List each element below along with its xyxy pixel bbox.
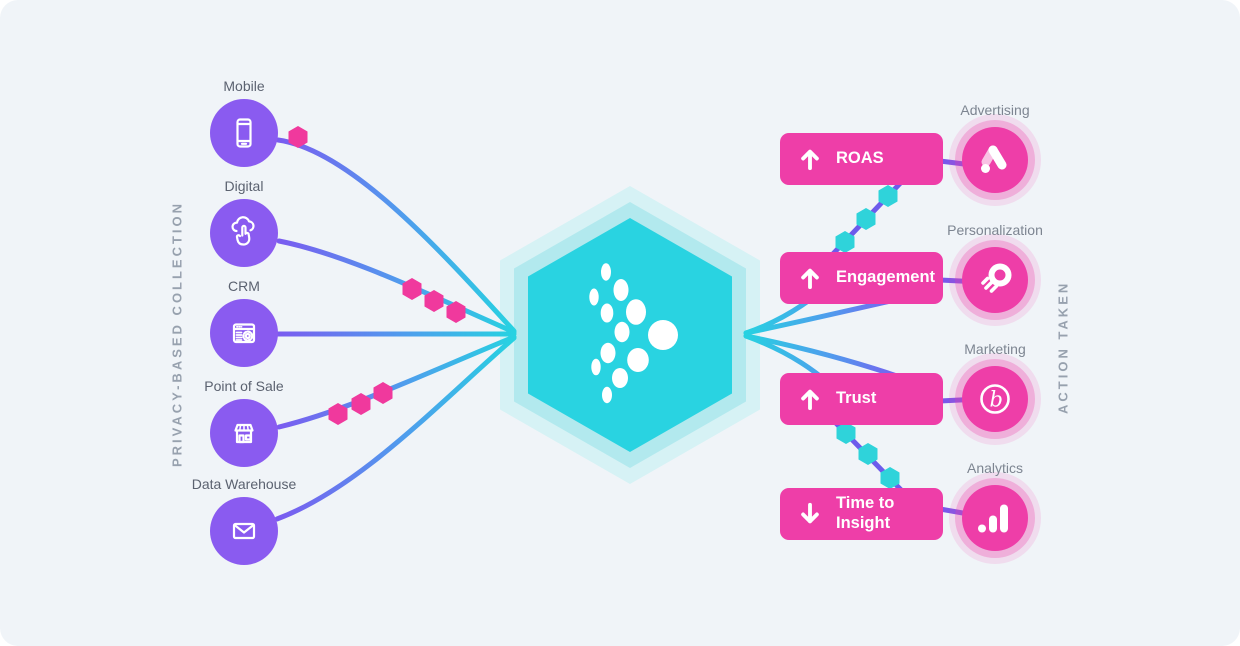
source-node-crm: CRM xyxy=(184,278,304,368)
tool-circle xyxy=(962,127,1028,194)
up-arrow-icon xyxy=(801,389,819,411)
source-label: Digital xyxy=(224,178,264,194)
source-node-mobile: Mobile xyxy=(184,78,304,168)
metric-label: Time to Insight xyxy=(836,494,895,532)
tool-label: Personalization xyxy=(947,222,1043,238)
source-node-digital: Digital xyxy=(184,178,304,268)
analytics-bars-icon xyxy=(978,504,1008,533)
dot-chevron-logo-icon xyxy=(589,263,678,404)
tool-node-advertising: Advertising xyxy=(925,102,1065,194)
teal-hex-beads xyxy=(835,185,900,489)
metric-label: Trust xyxy=(836,389,877,408)
metric-roas: ROAS xyxy=(780,133,943,185)
up-arrow-icon xyxy=(801,268,819,290)
tool-circle xyxy=(962,485,1028,552)
metric-time-to-insight: Time to Insight xyxy=(780,488,943,540)
browser-gear-icon xyxy=(232,323,256,344)
tool-label: Advertising xyxy=(960,102,1030,118)
tool-node-personalization: Personalization xyxy=(925,222,1065,314)
smartphone-icon xyxy=(236,118,252,148)
envelope-icon xyxy=(232,523,256,540)
up-arrow-icon xyxy=(801,149,819,171)
cloud-tap-icon xyxy=(231,216,255,246)
tool-node-marketing: Marketing b xyxy=(925,341,1065,433)
tool-label: Analytics xyxy=(966,460,1024,476)
source-label: CRM xyxy=(228,278,260,294)
source-node-warehouse: Data Warehouse xyxy=(184,476,304,566)
metric-label: Engagement xyxy=(836,268,936,287)
source-circle xyxy=(210,199,278,268)
tool-label: Marketing xyxy=(964,341,1026,357)
tool-node-analytics: Analytics xyxy=(925,460,1065,552)
down-arrow-icon xyxy=(801,502,819,524)
svg-text:b: b xyxy=(990,388,1003,412)
source-circle xyxy=(210,299,278,368)
source-label: Data Warehouse xyxy=(191,476,297,492)
tool-circle xyxy=(962,247,1028,314)
metric-engagement: Engagement xyxy=(780,252,943,304)
storefront-icon xyxy=(234,424,254,444)
hexagon-hub xyxy=(500,186,760,484)
metric-label: ROAS xyxy=(836,149,884,168)
source-circle xyxy=(210,99,278,168)
ads-mark-icon xyxy=(981,145,1007,174)
metric-trust: Trust xyxy=(780,373,943,425)
source-circle xyxy=(210,399,278,468)
script-b-icon: b xyxy=(980,384,1010,415)
tool-circle: b xyxy=(962,366,1028,433)
source-label: Point of Sale xyxy=(204,378,284,394)
source-node-pos: Point of Sale xyxy=(184,378,304,468)
pink-hex-beads xyxy=(288,126,466,425)
source-connectors xyxy=(274,137,517,522)
rocket-donut-icon xyxy=(981,263,1012,294)
source-label: Mobile xyxy=(223,78,265,94)
source-circle xyxy=(210,497,278,566)
